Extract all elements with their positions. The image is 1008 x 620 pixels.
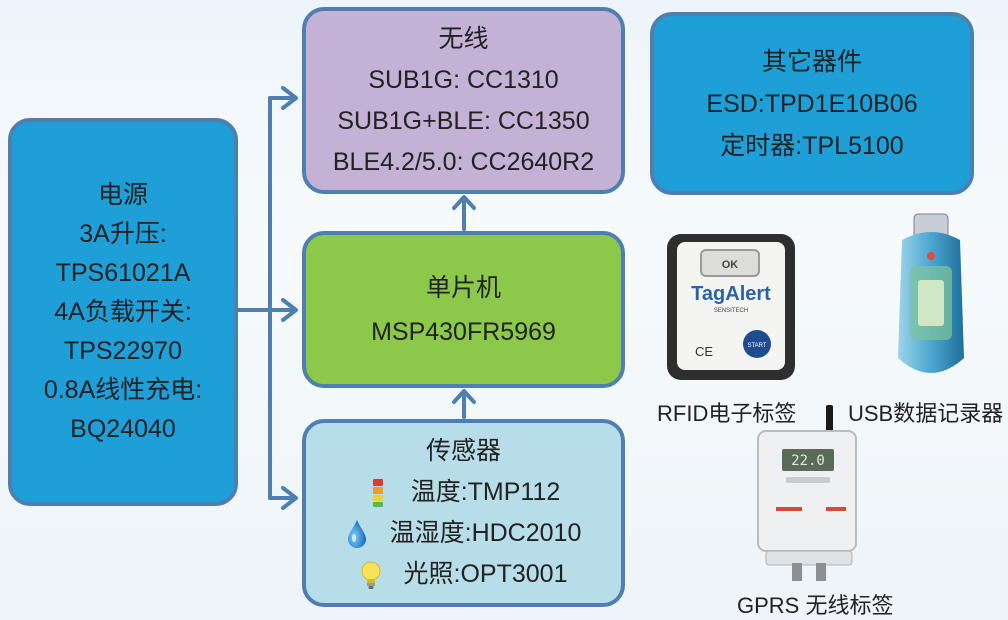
mcu-part: MSP430FR5969: [371, 317, 556, 346]
power-line: BQ24040: [70, 414, 176, 443]
wireless-box: 无线 SUB1G: CC1310 SUB1G+BLE: CC1350 BLE4.…: [302, 7, 625, 194]
rfid-sub-brand: SENSITECH: [714, 308, 748, 314]
other-line: 定时器:TPL5100: [720, 131, 904, 160]
other-line: ESD:TPD1E10B06: [706, 89, 918, 118]
wireless-line: SUB1G+BLE: CC1350: [337, 106, 590, 135]
rfid-caption: RFID电子标签: [657, 401, 797, 426]
power-line: 4A负载开关:: [54, 297, 192, 326]
gprs-display-reading: 22.0: [791, 453, 825, 469]
sensor-item: 温度:TMP112: [367, 472, 561, 513]
arrowhead-mcu-to-wireless: [452, 195, 476, 210]
arrowhead-to-sensor: [281, 486, 298, 510]
sensor-item-label: 温度:TMP112: [410, 478, 561, 506]
water-drop-icon: [346, 519, 368, 549]
power-line: TPS22970: [63, 336, 183, 365]
sensor-item-label: 光照:OPT3001: [403, 560, 568, 588]
mcu-box: 单片机 MSP430FR5969: [302, 231, 625, 388]
sensor-title: 传感器: [425, 437, 501, 465]
rfid-start-button: [743, 330, 771, 358]
power-title: 电源: [97, 180, 148, 209]
usb-logger-image: [898, 213, 964, 373]
rfid-brand-label: TagAlert: [691, 283, 771, 305]
thermometer-icon: [367, 478, 389, 508]
arrowhead-to-mcu: [281, 298, 298, 322]
light-bulb-icon: [360, 560, 382, 590]
mcu-title: 单片机: [425, 273, 501, 302]
other-components-box: 其它器件 ESD:TPD1E10B06 定时器:TPL5100: [650, 12, 974, 195]
power-line: 3A升压:: [79, 219, 167, 248]
rfid-ok-label: OK: [722, 259, 739, 271]
rfid-ce-mark: CE: [695, 344, 713, 359]
sensor-box: 传感器 温度:TMP112 温: [302, 419, 625, 607]
sensor-item-label: 温湿度:HDC2010: [389, 519, 582, 547]
arrowhead-to-wireless: [281, 86, 298, 110]
wireless-line: SUB1G: CC1310: [368, 65, 559, 94]
arrowhead-sensor-to-mcu: [452, 389, 476, 404]
rfid-tag-image: OK TagAlert SENSITECH CE START: [667, 234, 795, 380]
rfid-start-label: START: [747, 343, 766, 349]
other-title: 其它器件: [761, 47, 862, 76]
wireless-line: BLE4.2/5.0: CC2640R2: [332, 147, 595, 176]
sensor-item: 温湿度:HDC2010: [346, 513, 582, 554]
power-box: 电源 3A升压: TPS61021A 4A负载开关: TPS22970 0.8A…: [8, 118, 238, 506]
wireless-title: 无线: [438, 24, 489, 53]
power-line: 0.8A线性充电:: [43, 375, 203, 404]
power-line: TPS61021A: [55, 258, 191, 287]
gprs-tag-image: 22.0: [757, 405, 857, 581]
sensor-item: 光照:OPT3001: [360, 554, 568, 595]
usb-logger-caption: USB数据记录器: [848, 401, 1004, 426]
gprs-caption: GPRS 无线标签: [737, 593, 894, 618]
